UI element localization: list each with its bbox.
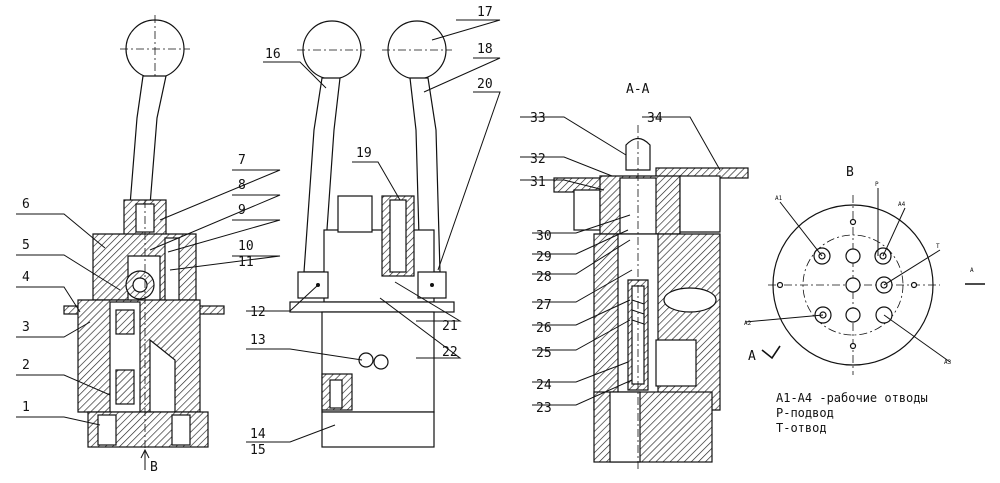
callout-23: 23 <box>536 401 552 416</box>
port-label-a3: A3 <box>944 359 952 366</box>
leader-lines <box>16 19 951 443</box>
callout-22: 22 <box>442 345 458 360</box>
callout-5: 5 <box>22 238 30 253</box>
callout-4: 4 <box>22 270 30 285</box>
callout-20: 20 <box>477 77 493 92</box>
section-a-a <box>553 125 749 470</box>
callout-13: 13 <box>250 333 266 348</box>
callout-9: 9 <box>238 203 246 218</box>
callout-2: 2 <box>22 358 30 373</box>
callout-15: 15 <box>250 443 266 458</box>
middle-view <box>289 20 455 448</box>
section-title: A-A <box>626 82 650 97</box>
callout-17: 17 <box>477 5 493 20</box>
callout-21: 21 <box>442 319 458 334</box>
callout-10: 10 <box>238 239 254 254</box>
callout-25: 25 <box>536 346 552 361</box>
callout-8: 8 <box>238 178 246 193</box>
left-view <box>63 15 225 470</box>
callout-14: 14 <box>250 427 266 442</box>
callout-32: 32 <box>530 152 546 167</box>
callout-31: 31 <box>530 175 546 190</box>
callout-labels: 1 2 3 4 5 6 7 8 9 10 11 12 13 14 15 16 1… <box>22 5 663 458</box>
callout-3: 3 <box>22 320 30 335</box>
callout-30: 30 <box>536 229 552 244</box>
port-label-a2: A2 <box>744 320 752 327</box>
callout-27: 27 <box>536 298 552 313</box>
port-label-t: T <box>936 243 940 250</box>
port-label-a4: A4 <box>898 201 906 208</box>
view-title: B <box>846 165 854 180</box>
view-arrow-label: B <box>150 460 158 475</box>
callout-33: 33 <box>530 111 546 126</box>
legend-line-2: P-подвод <box>776 406 834 420</box>
callout-12: 12 <box>250 305 266 320</box>
callout-11: 11 <box>238 255 254 270</box>
callout-34: 34 <box>647 111 663 126</box>
callout-6: 6 <box>22 197 30 212</box>
section-arrow-label: A <box>748 349 756 364</box>
callout-16: 16 <box>265 47 281 62</box>
callout-1: 1 <box>22 400 30 415</box>
port-label-a1: A1 <box>775 195 783 202</box>
callout-28: 28 <box>536 270 552 285</box>
port-label-p: P <box>875 181 879 188</box>
legend-line-1: A1-A4 -рабочие отводы <box>776 391 928 405</box>
section-arrow-label-right: A <box>970 267 974 274</box>
callout-29: 29 <box>536 250 552 265</box>
legend-line-3: T-отвод <box>776 421 827 435</box>
callout-18: 18 <box>477 42 493 57</box>
callout-24: 24 <box>536 378 552 393</box>
callout-7: 7 <box>238 153 246 168</box>
callout-19: 19 <box>356 146 372 161</box>
callout-26: 26 <box>536 321 552 336</box>
